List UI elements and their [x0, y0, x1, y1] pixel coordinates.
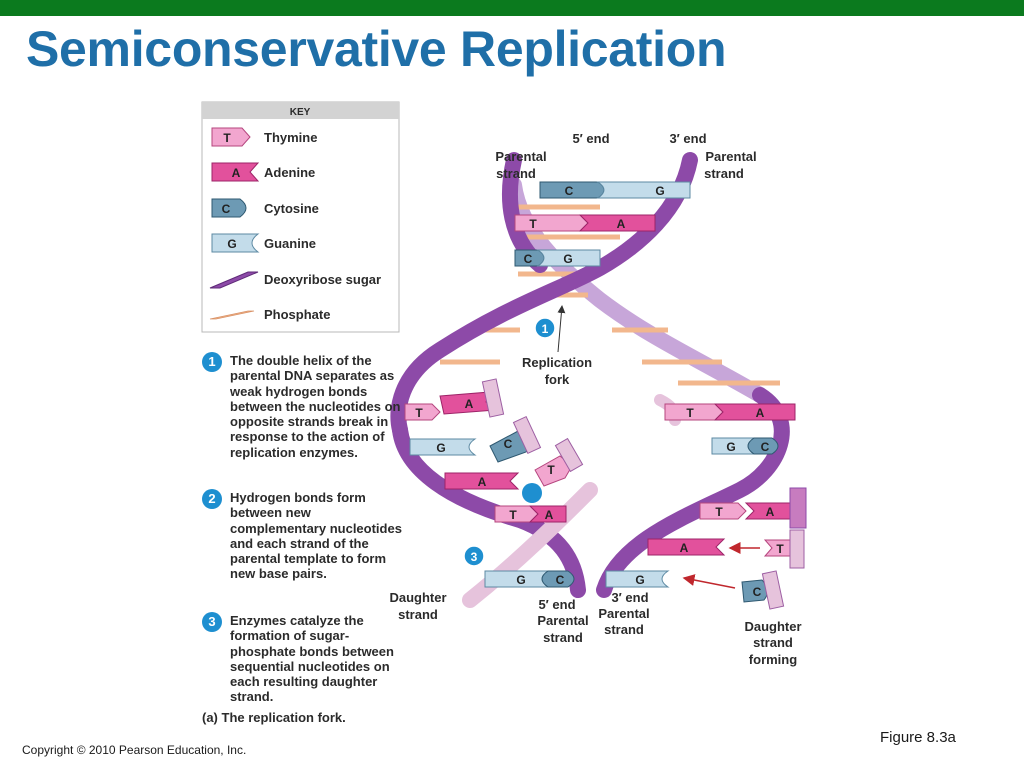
base-right-5b: C	[753, 585, 762, 599]
phosphate-rungs-upper	[440, 204, 780, 386]
base-left-5b: C	[556, 573, 565, 587]
step-3-text: Enzymes catalyze the formation of sugar-…	[230, 613, 394, 705]
top-bar	[0, 0, 1024, 16]
label-parental-left-2: strand	[496, 166, 536, 181]
key-header	[202, 102, 399, 119]
base-right-4b: T	[776, 542, 784, 556]
key-guanine-symbol: G	[227, 237, 236, 251]
label-3-end-bottom: 3′ end	[611, 590, 648, 605]
base-right-2a: G	[726, 440, 735, 454]
label-parental-right-2: strand	[704, 166, 744, 181]
base-left-2b: C	[504, 437, 513, 451]
key-box: KEY T Thymine A Adenine C Cytosine G Gua…	[201, 101, 400, 333]
key-thymine-symbol: T	[223, 131, 231, 145]
step-marker-1-label: 1	[542, 322, 549, 336]
step-2-number: 2	[202, 489, 222, 509]
base-top-3b: G	[563, 252, 572, 266]
left-base-pairs: T A G C A T T A G C	[404, 378, 584, 588]
right-base-pairs: T A G C T A A T G C	[605, 403, 807, 610]
key-sugar-label: Deoxyribose sugar	[264, 272, 381, 287]
copyright-notice: Copyright © 2010 Pearson Education, Inc.	[22, 743, 247, 757]
backbone-parental-left	[390, 152, 698, 438]
thymine-icon: T	[211, 127, 251, 147]
sugar-icon	[209, 271, 259, 289]
label-parental-bottom-right-1: Parental	[598, 606, 649, 621]
base-right-1b: A	[756, 406, 765, 420]
base-left-5a: G	[516, 573, 525, 587]
label-daughter-forming-1: Daughter	[744, 619, 801, 634]
label-parental-right-1: Parental	[705, 149, 756, 164]
step-1-number: 1	[202, 352, 222, 372]
base-right-4a: A	[680, 541, 689, 555]
base-left-4b: A	[545, 508, 554, 522]
key-heading: KEY	[290, 107, 311, 118]
base-left-4a: T	[509, 508, 517, 522]
label-parental-bottom-right-2: strand	[604, 622, 644, 637]
figure-caption: (a) The replication fork.	[202, 710, 346, 725]
key-guanine-label: Guanine	[264, 236, 316, 251]
phosphate-icon	[209, 310, 255, 320]
cytosine-icon: C	[211, 198, 247, 218]
diagram-labels: 5′ end 3′ end Parental strand Parental s…	[389, 131, 801, 667]
top-base-pairs: C G T A C G	[514, 181, 691, 267]
base-right-1a: T	[686, 406, 694, 420]
label-parental-bottom-left-1: Parental	[537, 613, 588, 628]
base-right-3b: A	[766, 505, 775, 519]
label-replication-fork-1: Replication	[522, 355, 592, 370]
figure-reference: Figure 8.3a	[880, 729, 956, 746]
base-left-3b: T	[547, 463, 555, 477]
key-cytosine-symbol: C	[222, 202, 231, 216]
label-5-end-top: 5′ end	[572, 131, 609, 146]
base-left-2a: G	[436, 441, 445, 455]
dna-helix: C G T A C G T A G C A T	[390, 152, 807, 610]
base-top-2b: A	[617, 217, 626, 231]
step-2-text: Hydrogen bonds form between new compleme…	[230, 490, 402, 582]
label-daughter-strand-1: Daughter	[389, 590, 446, 605]
label-daughter-forming-3: forming	[749, 652, 797, 667]
label-parental-left-1: Parental	[495, 149, 546, 164]
step-marker-3-label: 3	[471, 550, 478, 564]
step-marker-1: 1	[534, 317, 556, 339]
slide-title: Semiconservative Replication	[26, 21, 727, 77]
key-adenine-label: Adenine	[264, 165, 315, 180]
base-right-3a: T	[715, 505, 723, 519]
label-5-end-bottom: 5′ end	[538, 597, 575, 612]
base-right-2b: C	[761, 440, 770, 454]
step-marker-3: 3	[463, 545, 485, 567]
base-left-1a: T	[415, 406, 423, 420]
label-daughter-strand-2: strand	[398, 607, 438, 622]
base-top-3a: C	[524, 252, 533, 266]
guanine-icon: G	[211, 233, 260, 253]
label-daughter-forming-2: strand	[753, 635, 793, 650]
base-top-1b: G	[655, 184, 664, 198]
label-parental-bottom-left-2: strand	[543, 630, 583, 645]
base-left-3a: A	[478, 475, 487, 489]
key-thymine-label: Thymine	[264, 130, 317, 145]
label-3-end-top: 3′ end	[669, 131, 706, 146]
step-3-number: 3	[202, 612, 222, 632]
key-adenine-symbol: A	[232, 166, 241, 180]
base-right-5a: G	[635, 573, 644, 587]
label-replication-fork-2: fork	[545, 372, 570, 387]
caption-id: (a)	[202, 710, 218, 725]
step-1-text: The double helix of the parental DNA sep…	[230, 353, 401, 460]
adenine-icon: A	[211, 162, 260, 182]
base-top-2a: T	[529, 217, 537, 231]
caption-text: The replication fork.	[221, 710, 346, 725]
replication-fork-pointer	[557, 305, 566, 353]
base-left-1b: A	[465, 397, 474, 411]
key-phosphate-label: Phosphate	[264, 307, 330, 322]
base-top-1a: C	[565, 184, 574, 198]
key-cytosine-label: Cytosine	[264, 201, 319, 216]
backbone-right-lower	[596, 387, 790, 598]
enzyme-dot	[522, 483, 542, 503]
